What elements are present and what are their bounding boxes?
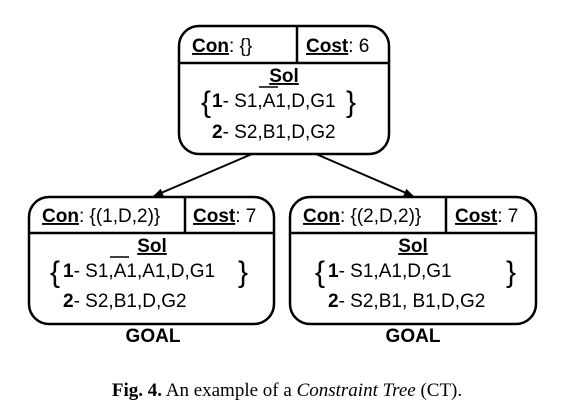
root-right-brace: } — [346, 86, 356, 119]
root-cost-label: Cost — [306, 36, 349, 57]
root-cost-value: : 6 — [348, 36, 369, 57]
root-sol-row-1-path: - S1,A1,D,G1 — [223, 91, 336, 112]
left-sol-row-1: 1- S1,A1,A1,D,G1 — [63, 261, 215, 282]
right-left-brace: { — [315, 256, 325, 289]
root-con-field: Con: {} — [192, 36, 252, 57]
right-child-node: Con: {(2,D,2)} Cost: 7 Sol { } 1- S1,A1,… — [288, 195, 538, 326]
root-left-brace: { — [201, 86, 211, 119]
left-goal-status: GOAL — [126, 326, 181, 347]
left-child-node: Con: {(1,D,2)} Cost: 7 Sol { } 1- S1,A1,… — [27, 195, 276, 326]
left-sol-row-2-number: 2 — [63, 291, 74, 312]
right-sol-row-1-path: - S1,A1,D,G1 — [339, 261, 452, 282]
left-con-label: Con — [42, 206, 79, 227]
caption-text-after: (CT). — [416, 380, 462, 401]
left-cost-field: Cost: 7 — [193, 206, 256, 227]
right-sol-row-2: 2- S2,B1, B1,D,G2 — [328, 291, 485, 312]
root-sol-label: Sol — [269, 66, 299, 87]
root-node: Con: {} Cost: 6 Sol { } 1- S1,A1,D,G1 2-… — [177, 24, 391, 156]
right-con-value: : {(2,D,2)} — [340, 206, 421, 227]
left-right-brace: } — [238, 256, 248, 289]
left-left-brace: { — [50, 256, 60, 289]
root-con-label: Con — [192, 36, 229, 57]
caption-italic-term: Constraint Tree — [297, 380, 416, 401]
root-sol-row-2-path: - S2,B1,D,G2 — [223, 122, 336, 143]
right-cost-field: Cost: 7 — [455, 206, 518, 227]
left-con-field: Con: {(1,D,2)} — [42, 206, 160, 227]
left-sol-row-1-path: - S1,A1,A1,D,G1 — [74, 261, 216, 282]
left-sol-row-2: 2- S2,B1,D,G2 — [63, 291, 187, 312]
right-right-brace: } — [506, 256, 516, 289]
right-cost-label: Cost — [455, 206, 498, 227]
right-sol-row-1-number: 1 — [328, 261, 339, 282]
left-sol-label: Sol — [137, 236, 167, 257]
root-con-value: : {} — [229, 36, 252, 57]
left-con-value: : {(1,D,2)} — [79, 206, 160, 227]
root-sol-row-1: 1- S1,A1,D,G1 — [212, 91, 336, 112]
left-sol-row-1-number: 1 — [63, 261, 74, 282]
root-cost-field: Cost: 6 — [306, 36, 369, 57]
root-sol-row-1-number: 1 — [212, 91, 223, 112]
edge-root-to-left-arrow — [153, 153, 253, 197]
left-cost-value: : 7 — [235, 206, 256, 227]
caption-text-before: An example of a — [162, 380, 297, 401]
right-goal-status: GOAL — [386, 326, 441, 347]
right-sol-row-2-number: 2 — [328, 291, 339, 312]
right-con-field: Con: {(2,D,2)} — [303, 206, 421, 227]
left-cost-label: Cost — [193, 206, 236, 227]
left-sol-row-2-path: - S2,B1,D,G2 — [74, 291, 187, 312]
figure-caption: Fig. 4. An example of a Constraint Tree … — [112, 380, 462, 401]
right-sol-row-2-path: - S2,B1, B1,D,G2 — [339, 291, 486, 312]
caption-fig-label: Fig. 4. — [112, 380, 162, 401]
right-sol-label: Sol — [398, 236, 428, 257]
right-sol-row-1: 1- S1,A1,D,G1 — [328, 261, 452, 282]
root-sol-row-2: 2- S2,B1,D,G2 — [212, 122, 336, 143]
right-cost-value: : 7 — [497, 206, 518, 227]
edge-root-to-right-arrow — [315, 153, 414, 197]
root-sol-row-2-number: 2 — [212, 122, 223, 143]
right-con-label: Con — [303, 206, 340, 227]
